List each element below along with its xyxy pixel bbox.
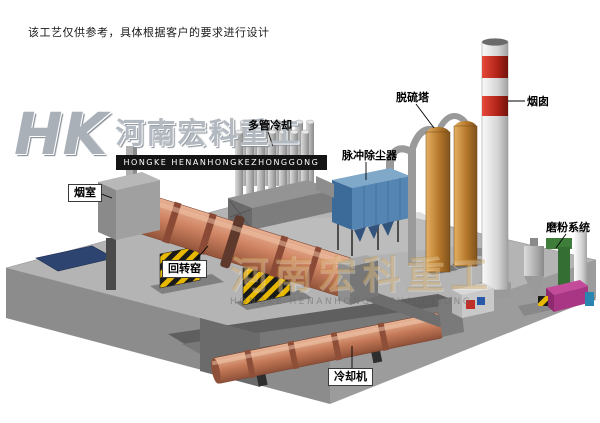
grinding-system-shape (518, 227, 596, 316)
desulfurization-towers-shape (425, 121, 486, 275)
label-cooler: 冷却机 (328, 368, 373, 386)
kiln-head-hood-shape (338, 255, 378, 305)
label-rotary-kiln: 回转窑 (162, 260, 207, 278)
duct-pipes-shape (316, 113, 486, 266)
label-multi-tube-cooler: 多管冷却 (248, 119, 292, 132)
logo-company-cn: 河南宏科重工 (115, 116, 302, 150)
label-desulfurization-tower: 脱硫塔 (396, 91, 429, 104)
logo-company-en: HONGKE HENANHONGKEZHONGGONG (115, 155, 328, 170)
brand-logo: HK 河南宏科重工 HONGKE HENANHONGKEZHONGGONG (14, 100, 328, 170)
rotary-kiln-shape (130, 192, 352, 297)
control-cabinet-shape (452, 283, 494, 318)
label-chimney: 烟囱 (527, 95, 549, 108)
leader-lines (95, 100, 567, 368)
chimney-shape (479, 38, 511, 298)
cooler-machine-shape (211, 312, 444, 387)
label-grinding-system: 磨粉系统 (546, 221, 590, 234)
logo-monogram: HK (14, 100, 108, 168)
label-smoke-chamber: 烟室 (68, 184, 102, 202)
disclaimer-note: 该工艺仅供参考，具体根据客户的要求进行设计 (28, 26, 270, 39)
label-pulse-dust-collector: 脉冲除尘器 (342, 149, 397, 162)
logo-text-block: 河南宏科重工 HONGKE HENANHONGKEZHONGGONG (115, 110, 328, 170)
pulse-dust-collector-shape (332, 158, 410, 256)
